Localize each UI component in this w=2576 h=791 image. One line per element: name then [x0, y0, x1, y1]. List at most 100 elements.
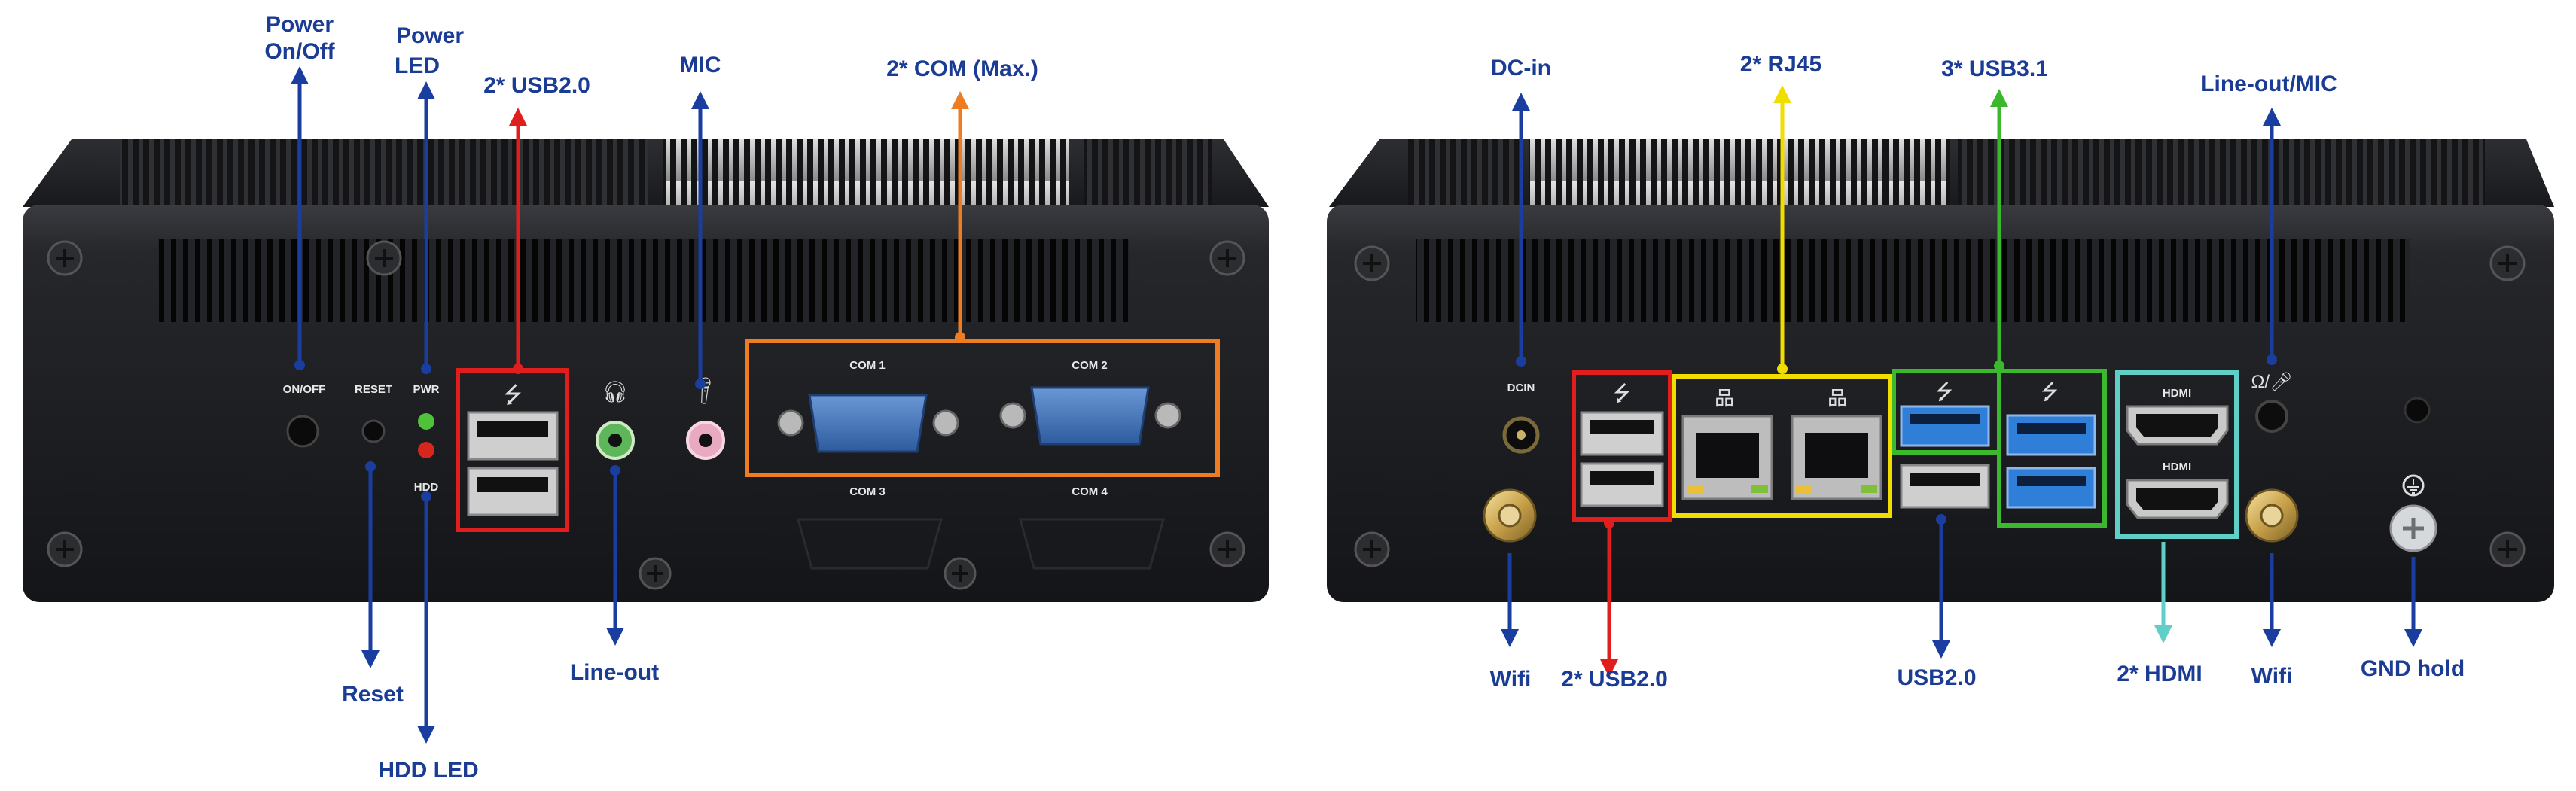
hdmi-port-2[interactable]: [2126, 479, 2229, 519]
reset-label: Reset: [342, 682, 404, 707]
rear-usb20-port-1[interactable]: [1580, 411, 1664, 456]
usb31-port-2[interactable]: [2006, 414, 2096, 456]
usb20-single-arrowhead: [1932, 640, 1950, 659]
rear-usb20-port-2[interactable]: [1580, 462, 1664, 507]
com3-panel-label: COM 3: [849, 485, 886, 498]
rj45-arrowhead: [1773, 85, 1791, 103]
wifi-right-label: Wifi: [2251, 664, 2293, 689]
mic-arrow-dot: [695, 379, 706, 389]
usb31-port-3[interactable]: [2006, 467, 2096, 509]
power-button[interactable]: [286, 415, 319, 448]
front-usb-port-1[interactable]: [467, 411, 559, 461]
com-arrowhead: [951, 91, 969, 109]
dc-in-arrow-dot: [1516, 356, 1526, 367]
rear-usb20-single-port[interactable]: [1900, 464, 1990, 509]
usb-icon: ⭍: [504, 383, 523, 408]
ground-icon: [2402, 474, 2425, 497]
usb-icon: ⭍: [1613, 382, 1630, 405]
front-heatsink-fins: [663, 139, 1069, 211]
headphone-mic-icon: Ω/🎤︎: [2251, 372, 2292, 392]
reset-arrowhead: [361, 650, 380, 668]
rj45-arrow-dot: [1777, 364, 1788, 374]
hdmi1-panel-label: HDMI: [2163, 387, 2191, 400]
wifi-antenna-left[interactable]: [1483, 488, 1537, 543]
lan-icon: 品: [1715, 387, 1734, 409]
power-onoff-arrow-dot: [294, 360, 305, 370]
usb-icon: ⭍: [1935, 380, 1953, 403]
usb31-port-1[interactable]: [1900, 405, 1990, 447]
dc-in-arrowhead: [1512, 93, 1530, 111]
lineout-mic-label: Line-out/MIC: [2200, 71, 2337, 96]
usb31-arrow-dot: [1994, 361, 2004, 371]
rear-top-fins-left: [1408, 139, 1521, 207]
power-led-label-line2: LED: [395, 53, 440, 78]
hdd-led-label: HDD LED: [378, 758, 478, 783]
usb31-label: 3* USB3.1: [1941, 56, 2048, 81]
hdmi-arrowhead: [2154, 625, 2172, 643]
rj45-label: 2* RJ45: [1740, 52, 1821, 77]
dcin-panel-label: DCIN: [1507, 382, 1535, 394]
rj45-highlight-box: [1672, 374, 1892, 518]
rear-usb20-highlight-box: [1572, 370, 1672, 522]
dc-in-pin: [1517, 430, 1526, 440]
ground-icon-glyph: [2407, 479, 2419, 494]
power-led-label-line1: Power: [396, 23, 464, 48]
pwr-panel-label: PWR: [413, 383, 440, 396]
com2-port[interactable]: [999, 386, 1181, 446]
line-out-jack-hole: [608, 434, 622, 447]
power-onoff-arrowhead: [291, 66, 309, 84]
mic-jack-hole: [699, 434, 712, 447]
usb20-single-label: USB2.0: [1897, 665, 1976, 690]
front-usb-port-2[interactable]: [467, 467, 559, 516]
dc-in-label: DC-in: [1491, 56, 1551, 81]
line-out-label: Line-out: [570, 660, 659, 685]
front-view: ON/OFF RESET PWR HDD ⭍ 🎧︎ 🎤︎ COM 1 COM 2: [23, 12, 1269, 783]
hdd-panel-label: HDD: [414, 481, 439, 494]
lineout-mic-arrowhead: [2263, 108, 2281, 126]
front-usb20-highlight-box: [456, 368, 569, 532]
rear-indicator: [2404, 397, 2431, 424]
com3-knockout: [797, 518, 943, 570]
line-out-arrow-dot: [610, 465, 620, 476]
lan-icon: 品: [1828, 387, 1847, 409]
hdmi-label: 2* HDMI: [2117, 662, 2202, 686]
wifi-right-arrowhead: [2263, 629, 2281, 647]
rear-screws: [1354, 245, 2526, 567]
hdmi-highlight-box: [2115, 370, 2239, 539]
wifi-left-arrowhead: [1501, 629, 1519, 647]
hdmi2-panel-label: HDMI: [2163, 461, 2191, 473]
rj45-port-2[interactable]: [1791, 415, 1882, 500]
hdd-led-arrowhead: [417, 726, 435, 744]
hdmi-port-1[interactable]: [2126, 405, 2229, 446]
rear-view: DCIN ⭍ 品 品: [1327, 52, 2554, 692]
wifi-left-label: Wifi: [1490, 667, 1532, 692]
power-led-arrow-dot: [421, 364, 431, 374]
rj45-port-1[interactable]: [1681, 415, 1773, 500]
rear-top-fins-right: [1958, 139, 2485, 207]
com1-port[interactable]: [777, 394, 959, 453]
front-usb20-arrowhead: [509, 108, 527, 126]
gnd-screw[interactable]: [2389, 504, 2437, 552]
usb31-arrowhead: [1990, 89, 2008, 107]
usb-icon: ⭍: [2041, 380, 2058, 403]
power-onoff-label-line1: Power: [266, 12, 334, 37]
wifi-antenna-right[interactable]: [2245, 488, 2299, 543]
com-highlight-box: [745, 339, 1220, 477]
lineout-mic-jack[interactable]: [2255, 400, 2288, 433]
com-arrow-dot: [955, 332, 965, 342]
reset-panel-label: RESET: [355, 383, 392, 396]
gnd-label: GND hold: [2361, 656, 2465, 681]
reset-button[interactable]: [361, 419, 386, 443]
com-label: 2* COM (Max.): [886, 56, 1038, 81]
usb20-single-arrow-dot: [1936, 514, 1946, 525]
usb31-highlight-box-right: [1997, 369, 2107, 528]
front-usb20-label: 2* USB2.0: [483, 73, 590, 98]
front-top-fins-right: [1084, 139, 1212, 207]
power-onoff-label-line2: On/Off: [264, 39, 335, 64]
rear-vent-slots: [1416, 239, 2410, 322]
rear-usb20-arrowhead: [1600, 659, 1618, 677]
com4-knockout: [1019, 518, 1165, 570]
lineout-mic-arrow-dot: [2267, 354, 2277, 365]
hdd-led-arrow-dot: [421, 491, 431, 502]
